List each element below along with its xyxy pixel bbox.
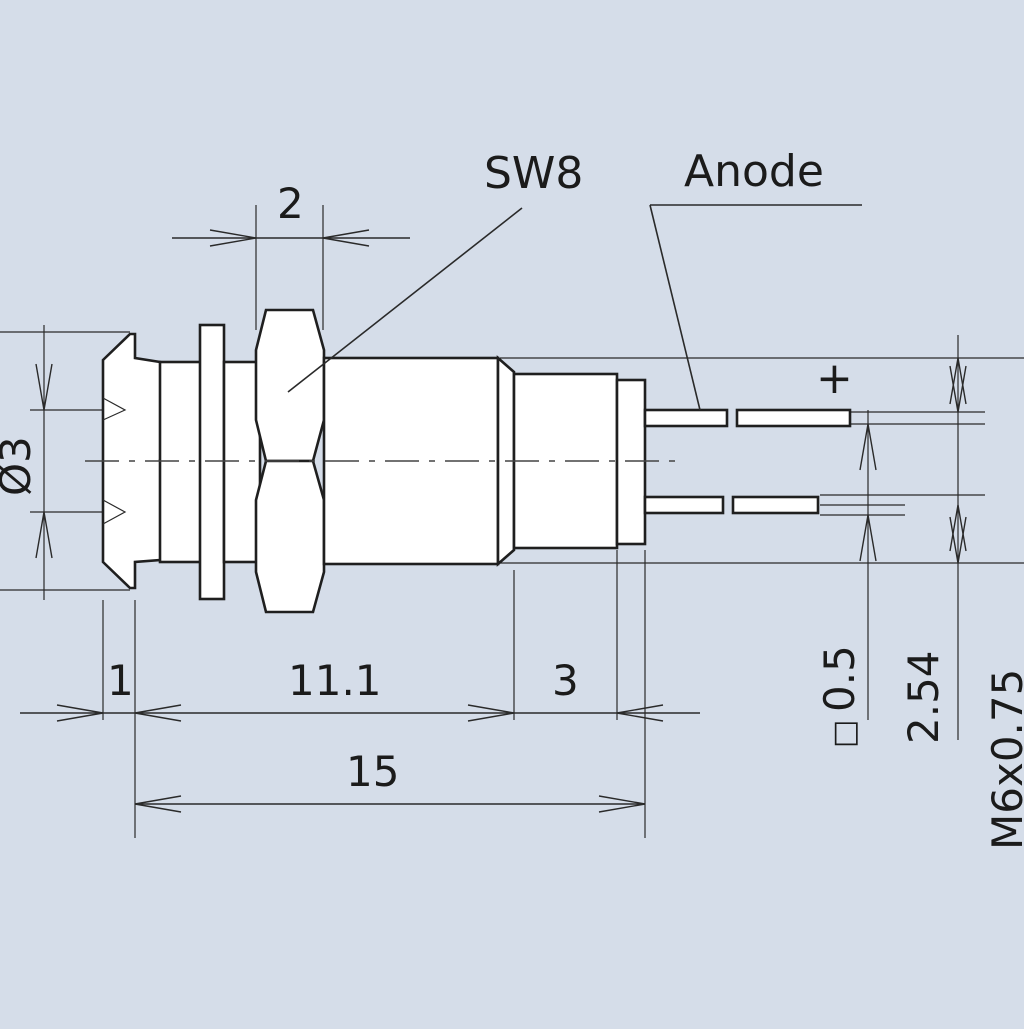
washer [198, 323, 226, 601]
label-dim-pin: 0.5 [815, 645, 864, 712]
label-dim-flange: 1 [107, 656, 134, 705]
anode-pin-a [643, 408, 729, 428]
label-anode: Anode [684, 146, 824, 197]
label-dim-thread: M6x0.75 [983, 669, 1024, 850]
led-holder-body [85, 308, 680, 614]
label-dim-pitch: 2.54 [899, 650, 948, 744]
dimension-lines [20, 229, 967, 813]
thread-left [222, 360, 262, 564]
sleeve [158, 360, 207, 564]
labels: SW8 Anode + 2 Ø3 1 11.1 3 15 □ 0.5 2.54 … [0, 146, 1024, 850]
rear-cap [615, 378, 647, 546]
label-dim-nut: 2 [277, 179, 304, 228]
extension-lines [0, 205, 1024, 838]
label-dim-total: 15 [346, 747, 399, 796]
pins [643, 408, 852, 515]
label-dim-body: 11.1 [288, 656, 382, 705]
cathode-pin-b [731, 495, 820, 515]
hex-nut-lower [254, 459, 326, 614]
sw-leader [287, 207, 523, 393]
label-dim-tail: 3 [552, 656, 579, 705]
hex-nut [254, 308, 326, 463]
cathode-pin-a [643, 495, 725, 515]
anode-pin-b [735, 408, 852, 428]
label-dim-diameter: Ø3 [0, 436, 40, 496]
leader-lines [287, 204, 862, 411]
label-plus: + [816, 353, 853, 404]
label-sw8: SW8 [484, 148, 583, 199]
label-dim-pin-symbol: □ [827, 720, 862, 748]
anode-leader [649, 204, 701, 411]
